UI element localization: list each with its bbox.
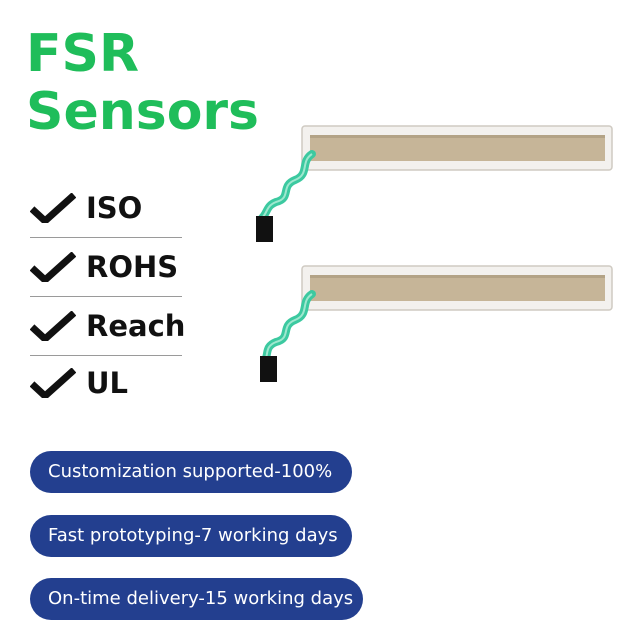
certification-item-iso: ISO: [30, 179, 182, 237]
checkmark-icon: [30, 193, 76, 223]
checkmark-icon: [30, 368, 76, 398]
checkmark-icon: [30, 311, 76, 341]
certification-item-ul: UL: [30, 354, 182, 412]
checkmark-icon: [30, 252, 76, 282]
fsr-strip-sensor-bottom: [260, 265, 613, 382]
certification-item-rohs: ROHS: [30, 238, 182, 296]
title-line-2: Sensors: [26, 82, 260, 142]
certification-label: UL: [86, 366, 129, 400]
feature-pill-prototyping: Fast prototyping-7 working days: [30, 515, 352, 557]
feature-pill-delivery: On-time delivery-15 working days: [30, 578, 363, 620]
certification-label: Reach: [86, 309, 186, 343]
certification-item-reach: Reach: [30, 297, 186, 355]
certification-label: ISO: [86, 191, 143, 225]
divider: [30, 355, 182, 356]
divider: [30, 237, 182, 238]
title-line-1: FSR: [26, 24, 140, 84]
certification-label: ROHS: [86, 250, 179, 284]
divider: [30, 296, 182, 297]
fsr-strip-sensor-top: [256, 125, 613, 242]
feature-pill-customization: Customization supported-100%: [30, 451, 352, 493]
